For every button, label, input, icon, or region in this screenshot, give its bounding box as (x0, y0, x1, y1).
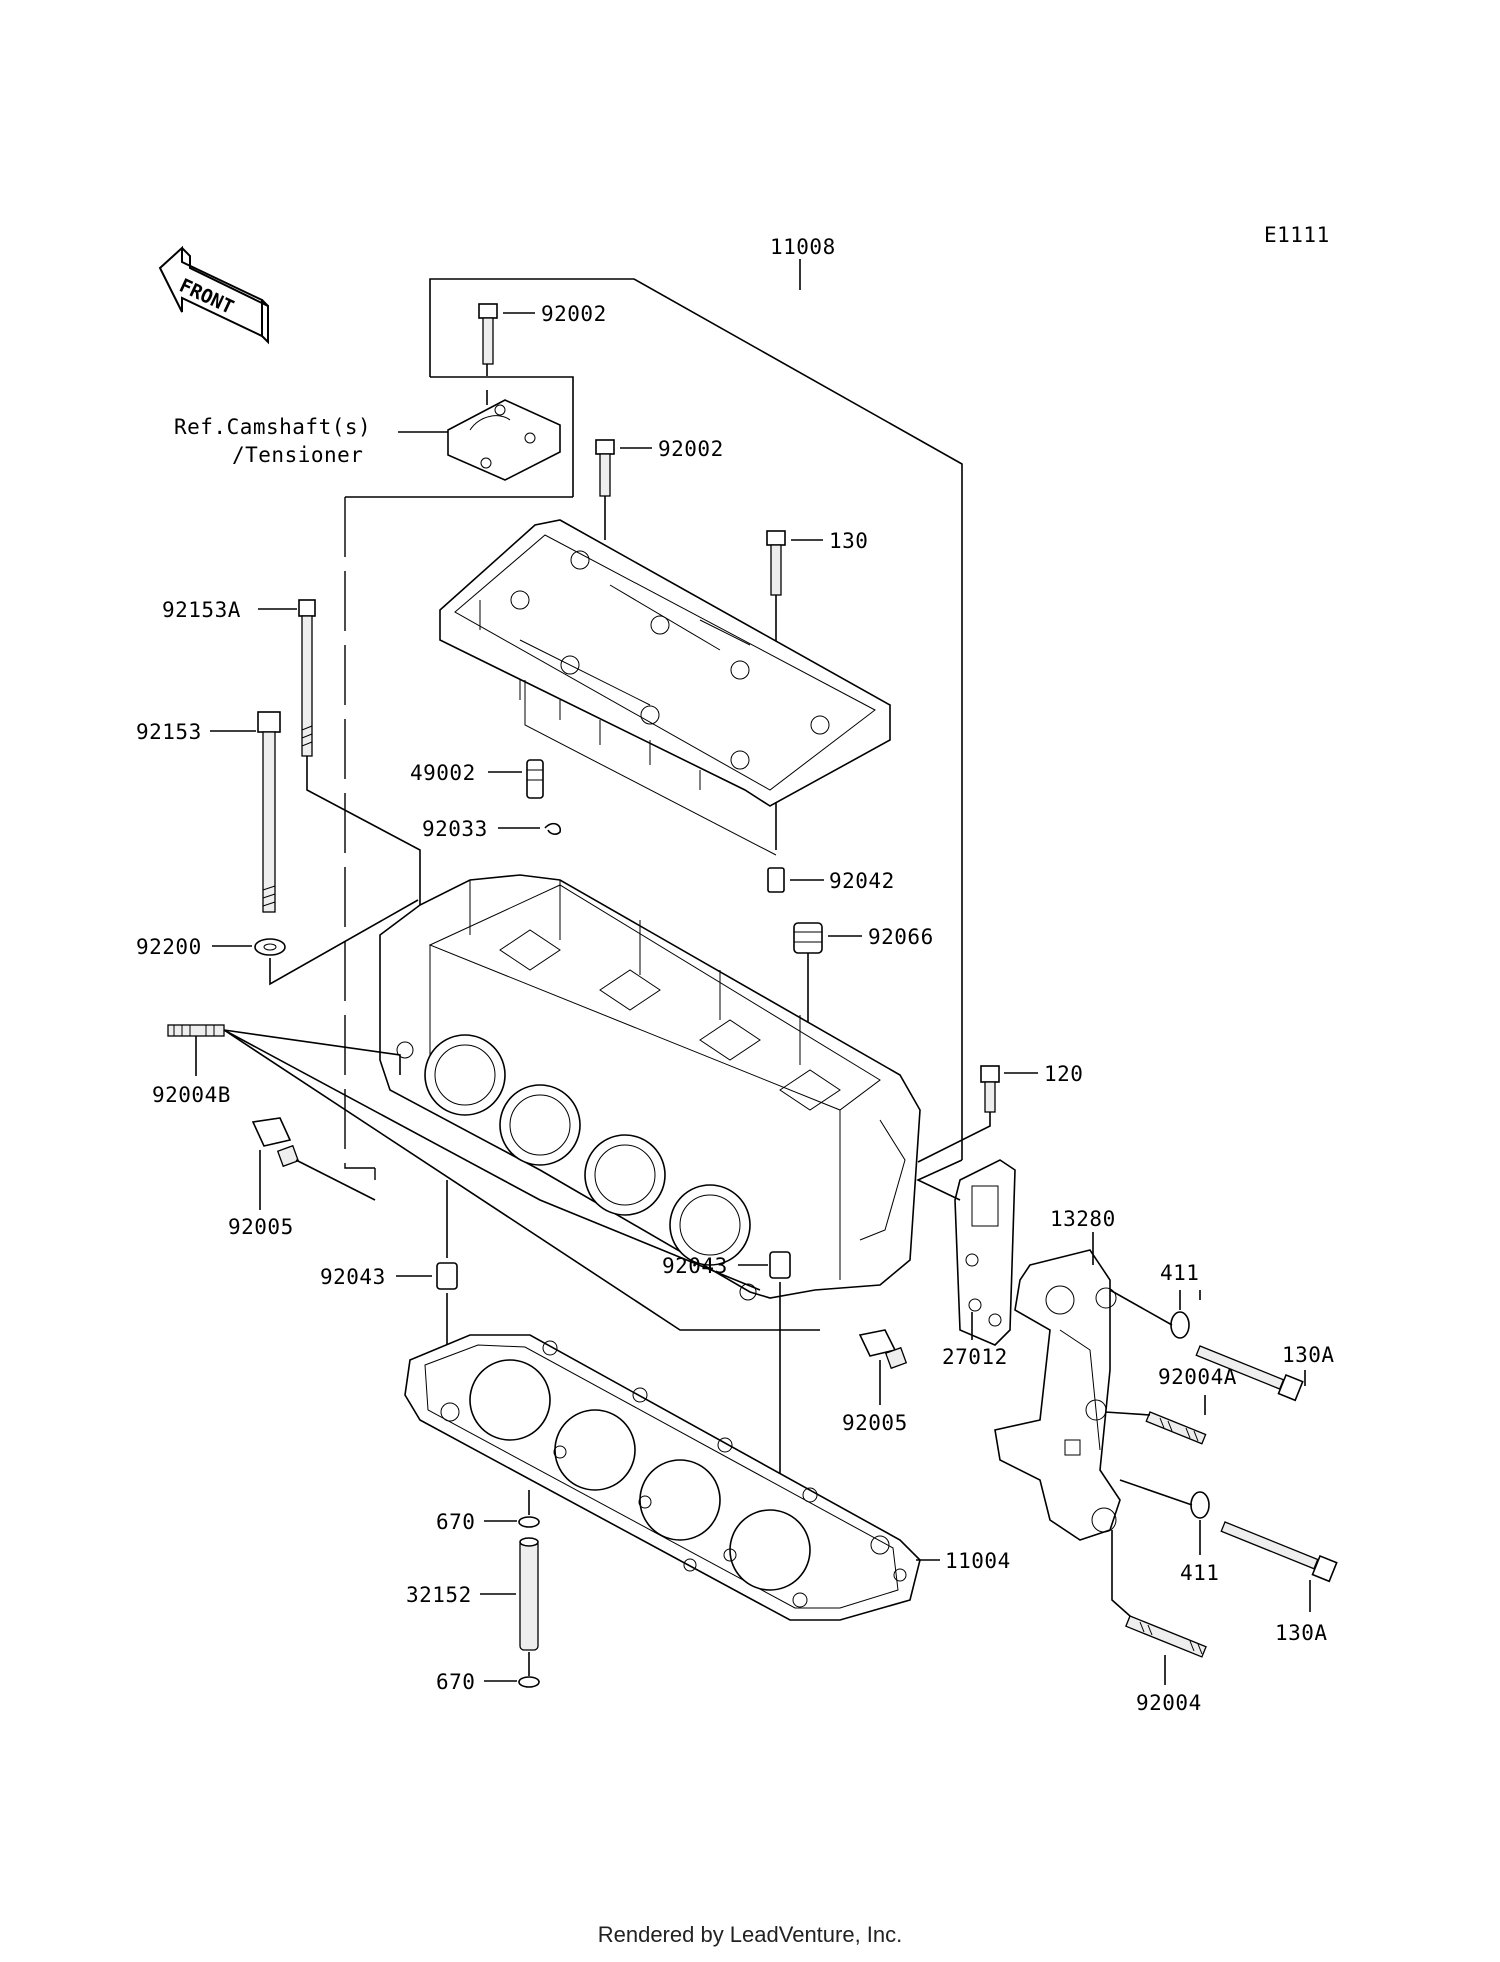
label-670-bottom: 670 (436, 1670, 475, 1694)
ref-note-line2: /Tensioner (232, 443, 363, 467)
plate-27012 (954, 1159, 1016, 1346)
bolt-92153A (298, 599, 316, 757)
footer-credit: Rendered by LeadVenture, Inc. (597, 1922, 903, 1947)
washer-92200 (254, 938, 286, 956)
label-130A-top: 130A (1282, 1343, 1335, 1367)
label-92033: 92033 (422, 817, 488, 841)
label-92153: 92153 (136, 720, 202, 744)
label-92004A: 92004A (1158, 1365, 1237, 1389)
label-11008: 11008 (770, 235, 836, 259)
label-92002-top: 92002 (541, 302, 607, 326)
dowel-92043-left (436, 1262, 458, 1290)
fitting-92005-left (251, 1117, 300, 1168)
dowel-92043-mid (769, 1251, 791, 1279)
label-92005-mid: 92005 (842, 1411, 908, 1435)
bolt-92153 (257, 711, 281, 913)
front-arrow-icon: FRONT (158, 245, 269, 345)
ref-note-line1: Ref.Camshaft(s) (174, 415, 371, 439)
label-92002-mid: 92002 (658, 437, 724, 461)
bolt-130A-bottom (1220, 1521, 1338, 1583)
label-11004: 11004 (945, 1549, 1011, 1573)
bolt-92002-top (478, 303, 498, 365)
label-92005-left: 92005 (228, 1215, 294, 1239)
label-92043-mid: 92043 (662, 1254, 728, 1278)
label-92004: 92004 (1136, 1691, 1202, 1715)
clip-92033 (544, 822, 562, 835)
camshaft-holder (439, 519, 891, 807)
label-130A-bottom: 130A (1275, 1621, 1328, 1645)
dowel-92042 (767, 867, 785, 893)
grommet-92066 (793, 922, 823, 954)
label-411-top: 411 (1160, 1261, 1199, 1285)
camshaft-cap (447, 390, 561, 481)
washer-411-bottom (1190, 1491, 1210, 1519)
stud-92004 (1125, 1615, 1207, 1658)
label-92042: 92042 (829, 869, 895, 893)
o-ring-670-top (518, 1516, 540, 1528)
washer-411-top (1170, 1311, 1190, 1339)
pipe-32152 (519, 1537, 539, 1651)
label-130: 130 (829, 529, 868, 553)
fitting-92005-mid (858, 1329, 908, 1370)
label-92200: 92200 (136, 935, 202, 959)
diagram-code: E1111 (1264, 223, 1330, 247)
bolt-120 (980, 1065, 1000, 1113)
label-13280: 13280 (1050, 1207, 1116, 1231)
bolt-92002-mid (595, 439, 615, 497)
label-32152: 32152 (406, 1583, 472, 1607)
label-92043-left: 92043 (320, 1265, 386, 1289)
label-92004B: 92004B (152, 1083, 231, 1107)
label-49002: 49002 (410, 761, 476, 785)
o-ring-670-bottom (518, 1676, 540, 1688)
cylinder-head (379, 874, 921, 1301)
label-92066: 92066 (868, 925, 934, 949)
bolt-130A-top (1195, 1345, 1304, 1402)
assembly-bracket-11008 (345, 259, 963, 1160)
bolt-130 (766, 530, 786, 596)
head-gasket-11004 (404, 1334, 921, 1621)
bracket-13280 (994, 1249, 1121, 1541)
stud-92004A (1145, 1411, 1207, 1445)
label-670-top: 670 (436, 1510, 475, 1534)
label-92153A: 92153A (162, 598, 241, 622)
stud-92004B (167, 1024, 225, 1037)
label-411-bottom: 411 (1180, 1561, 1219, 1585)
part-49002 (526, 759, 544, 799)
label-120: 120 (1044, 1062, 1083, 1086)
label-27012: 27012 (942, 1345, 1008, 1369)
